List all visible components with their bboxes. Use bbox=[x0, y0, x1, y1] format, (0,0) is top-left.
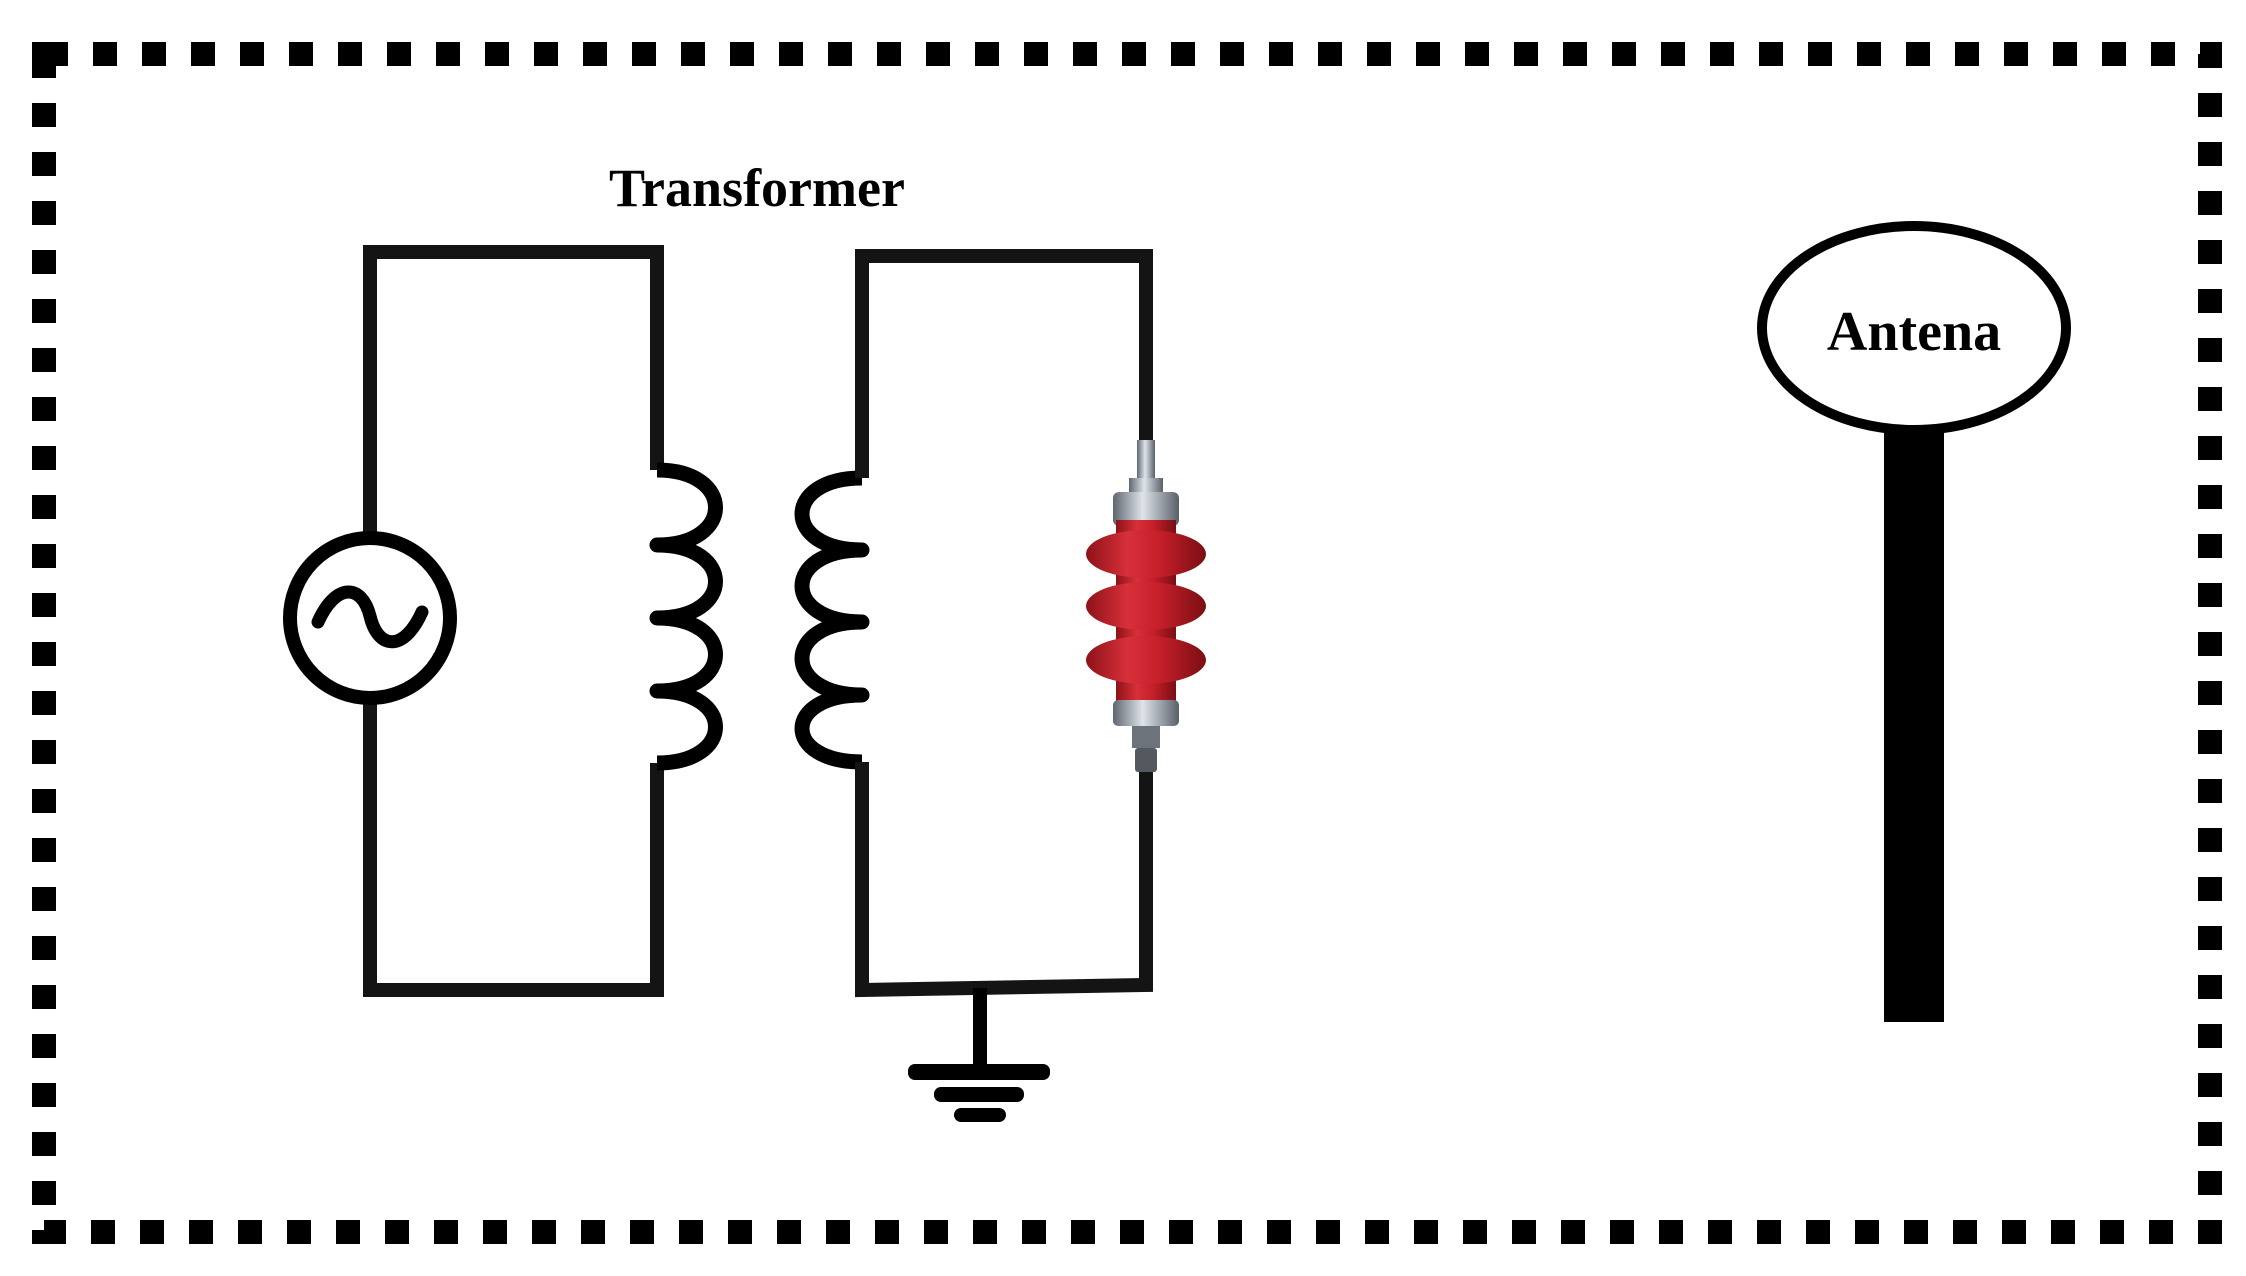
ground-icon bbox=[908, 988, 1050, 1122]
antenna-label: Antena bbox=[1827, 301, 2001, 363]
antenna-head bbox=[1757, 221, 2071, 435]
antenna-mast bbox=[1884, 420, 1944, 1022]
dashed-enclosure-border bbox=[32, 42, 2222, 1244]
surge-arrester-icon bbox=[1086, 440, 1206, 772]
secondary-coil bbox=[794, 470, 870, 770]
secondary-circuit-wire bbox=[855, 249, 1153, 998]
primary-circuit-wire bbox=[363, 245, 664, 997]
primary-coil bbox=[649, 462, 723, 771]
ac-source-icon bbox=[283, 531, 457, 705]
transformer-label: Transformer bbox=[609, 158, 905, 218]
